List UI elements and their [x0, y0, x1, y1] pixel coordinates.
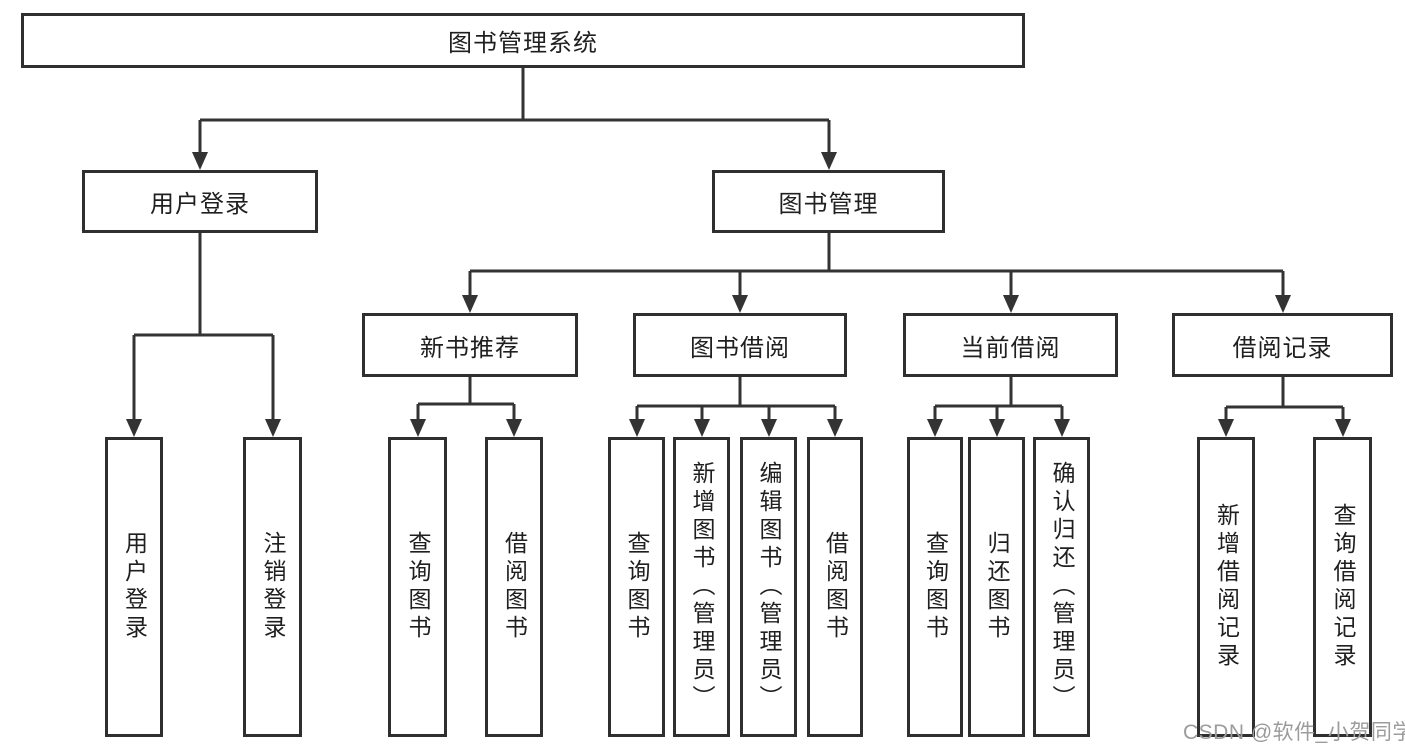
node-label: 查询图书	[624, 531, 650, 643]
arrow-down-icon	[1275, 295, 1291, 313]
csdn-watermark: CSDN @软件_小贺同学	[1183, 721, 1405, 744]
node-leaf-add-book-admin: 新增图书（管理员）	[673, 437, 730, 737]
arrow-down-icon	[629, 419, 645, 437]
node-label: 确认归还（管理员）	[1049, 461, 1075, 713]
node-leaf-confirm-return-admin: 确认归还（管理员）	[1033, 437, 1090, 737]
node-label: 图书管理系统	[448, 30, 598, 57]
arrow-down-icon	[732, 295, 748, 313]
node-label: 当前借阅	[960, 334, 1061, 362]
arrow-down-icon	[989, 419, 1005, 437]
node-label: 新增图书（管理员）	[689, 461, 715, 713]
node-leaf-user-login: 用户登录	[105, 437, 163, 737]
node-label: 借阅图书	[822, 531, 849, 643]
arrow-down-icon	[1218, 419, 1234, 437]
node-leaf-return-book: 归还图书	[968, 437, 1025, 737]
node-leaf-query-book-3: 查询图书	[907, 437, 963, 737]
node-label: 图书管理	[778, 191, 879, 218]
node-label: 查询借阅记录	[1330, 503, 1356, 671]
arrow-down-icon	[126, 419, 142, 437]
arrow-down-icon	[1335, 419, 1351, 437]
node-label: 借阅图书	[501, 531, 528, 643]
node-label: 注销登录	[260, 531, 286, 643]
node-book-borrow: 图书借阅	[633, 313, 847, 377]
arrow-down-icon	[1054, 419, 1070, 437]
node-label: 借阅记录	[1232, 334, 1333, 362]
node-label: 归还图书	[984, 531, 1010, 643]
arrow-down-icon	[927, 419, 943, 437]
node-user-login: 用户登录	[82, 170, 318, 233]
node-leaf-query-book-1: 查询图书	[388, 437, 447, 737]
node-label: 新增借阅记录	[1213, 503, 1240, 671]
node-label: 新书推荐	[420, 334, 520, 362]
arrow-down-icon	[506, 419, 522, 437]
arrow-down-icon	[827, 419, 843, 437]
arrowheads	[126, 152, 1351, 437]
node-label: 用户登录	[150, 191, 250, 218]
arrow-down-icon	[192, 152, 208, 170]
arrow-down-icon	[265, 419, 281, 437]
node-leaf-borrow-book-1: 借阅图书	[485, 437, 543, 737]
node-current-borrow: 当前借阅	[903, 313, 1118, 377]
node-leaf-add-borrow-record: 新增借阅记录	[1197, 437, 1255, 737]
node-leaf-logout: 注销登录	[243, 437, 302, 737]
node-label: 用户登录	[121, 531, 148, 643]
arrow-down-icon	[410, 419, 426, 437]
node-new-book-recommend: 新书推荐	[362, 313, 578, 377]
node-label: 查询图书	[405, 531, 431, 643]
node-leaf-query-borrow-record: 查询借阅记录	[1313, 437, 1372, 737]
arrow-down-icon	[462, 295, 478, 313]
arrow-down-icon	[761, 419, 777, 437]
node-label: 图书借阅	[690, 334, 790, 362]
node-borrow-records: 借阅记录	[1172, 313, 1393, 377]
arrow-down-icon	[1003, 295, 1019, 313]
node-label: 查询图书	[922, 531, 949, 643]
arrow-down-icon	[821, 152, 837, 170]
node-leaf-query-book-2: 查询图书	[608, 437, 665, 737]
arrow-down-icon	[694, 419, 710, 437]
node-leaf-edit-book-admin: 编辑图书（管理员）	[740, 437, 797, 737]
node-leaf-borrow-book-2: 借阅图书	[807, 437, 863, 737]
node-book-management: 图书管理	[712, 170, 945, 233]
node-root-library-system: 图书管理系统	[21, 13, 1025, 68]
node-label: 编辑图书（管理员）	[756, 461, 782, 713]
